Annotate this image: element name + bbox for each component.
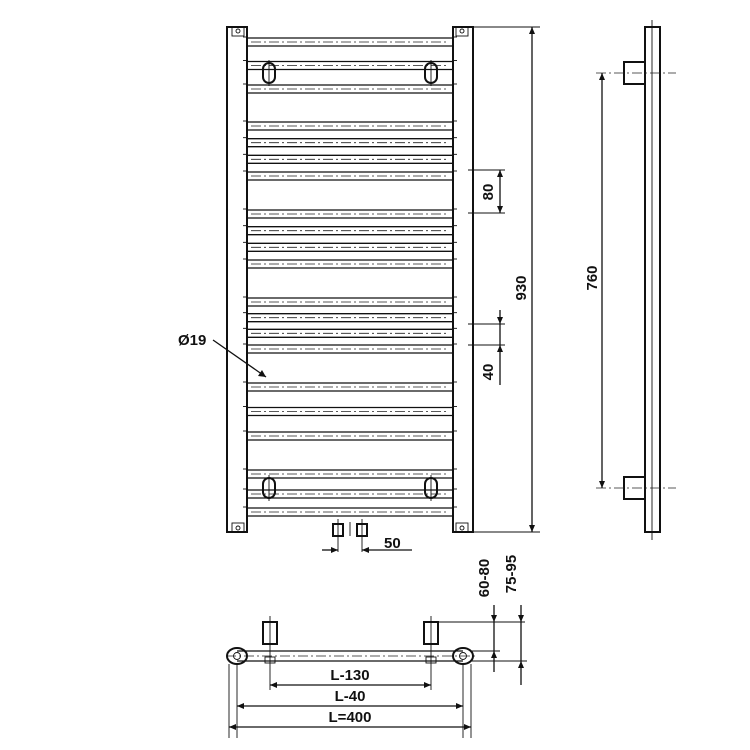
tube-gap-dimension — [468, 310, 505, 385]
width-total-label: L=400 — [329, 709, 372, 726]
tube-spacing-label: 80 — [480, 184, 497, 201]
wall-distance-max-label: 75-95 — [503, 555, 520, 593]
diameter-label: Ø19 — [178, 332, 206, 349]
total-height-label: 930 — [513, 275, 530, 300]
side-view — [596, 20, 676, 540]
right-collector — [452, 26, 474, 533]
collector-caps — [231, 26, 469, 533]
side-collector — [644, 26, 661, 533]
tube-spacing-dimension — [468, 169, 505, 214]
mount-height-label: 760 — [584, 265, 601, 290]
left-collector — [226, 26, 248, 533]
width-l40-label: L-40 — [335, 688, 366, 705]
width-l130-label: L-130 — [330, 667, 369, 684]
mounting-slots — [262, 60, 438, 501]
total-height-dimension — [473, 26, 540, 533]
wall-distance-min-label: 60-80 — [476, 559, 493, 597]
connection-spacing-label: 50 — [384, 535, 401, 552]
horizontal-tubes — [243, 36, 457, 517]
top-view — [226, 605, 527, 738]
front-view — [212, 26, 540, 553]
tube-gap-label: 40 — [480, 364, 497, 381]
bottom-connections — [322, 519, 412, 553]
diameter-leader — [212, 339, 267, 378]
